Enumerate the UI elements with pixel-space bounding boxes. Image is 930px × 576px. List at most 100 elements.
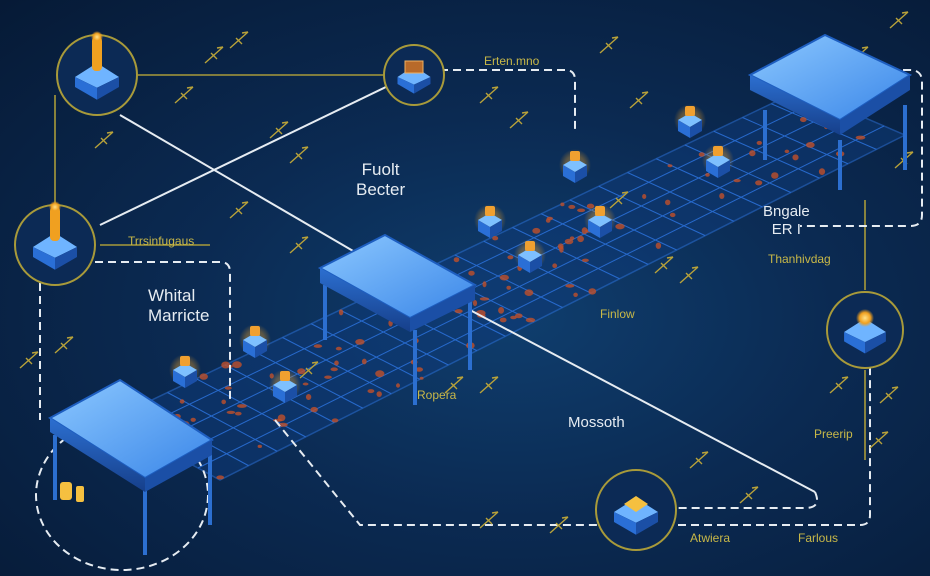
platform-bottom-left [48, 378, 214, 555]
hotspot-mark [330, 367, 338, 372]
hotspot-mark [190, 417, 196, 422]
gold-glyph-icon [174, 86, 194, 104]
hotspot-mark [472, 300, 478, 307]
gold-glyph-icon [289, 236, 309, 254]
hotspot-mark [297, 368, 306, 375]
glowing-cube-icon [239, 324, 271, 358]
grid-line [656, 158, 763, 208]
hotspot-mark [569, 236, 575, 240]
hotspot-mark [338, 309, 344, 316]
hotspot-mark [545, 218, 551, 223]
hotspot-mark [305, 394, 312, 400]
gold-glyph-icon [289, 146, 309, 164]
label-left-title: Whital Marricte [148, 286, 209, 326]
hotspot-mark [581, 227, 588, 235]
label-center-title: Fuolt Becter [356, 160, 405, 200]
label-center-title-line2: Becter [356, 180, 406, 199]
glowing-cube-icon [169, 354, 201, 388]
glowing-cube-icon [474, 204, 506, 238]
grid-line [512, 227, 620, 280]
hotspot-mark [573, 292, 578, 297]
hotspot-mark [532, 227, 541, 234]
hotspot-mark [335, 346, 342, 351]
grid-line [311, 323, 421, 380]
grid-line [598, 185, 706, 237]
hotspot-mark [499, 274, 509, 281]
hotspot-mark [559, 245, 564, 253]
gold-glyph-icon [479, 86, 499, 104]
hotspot-mark [216, 475, 225, 480]
label-top-center: Erten.mno [484, 54, 540, 68]
label-center-title-line1: Fuolt [361, 160, 400, 179]
hotspot-mark [733, 179, 741, 183]
hotspot-mark [235, 411, 242, 416]
hotspot-mark [818, 168, 826, 176]
hotspot-mark [564, 238, 574, 245]
grid-line [197, 125, 885, 469]
hotspot-mark [588, 288, 597, 295]
hotspot-mark [719, 193, 725, 199]
hotspot-mark [705, 173, 710, 177]
grid-line [196, 378, 306, 438]
gold-glyph-icon [444, 376, 464, 394]
hotspot-mark [855, 135, 866, 140]
hotspot-mark [577, 208, 586, 213]
gold-glyph-icon [509, 111, 529, 129]
gold-glyph-icon [19, 351, 39, 369]
white-connector [99, 84, 391, 226]
hotspot-mark [221, 399, 226, 405]
hotspot-mark [669, 212, 676, 218]
gold-glyph-icon [889, 11, 909, 29]
label-right-title: Bngale ER I [763, 203, 810, 239]
hotspot-mark [492, 236, 499, 241]
hotspot-mark [565, 284, 575, 288]
gold-glyph-icon [869, 431, 889, 449]
white-connector [678, 491, 818, 509]
gold-glyph-icon [549, 516, 569, 534]
hotspot-mark [324, 375, 332, 379]
glowing-cube-icon [559, 149, 591, 183]
hotspot-mark [237, 404, 247, 408]
gold-glyph-icon [299, 361, 319, 379]
hotspot-mark [302, 382, 309, 386]
glowing-cube-icon [514, 239, 546, 273]
hotspot-mark [232, 361, 242, 369]
hotspot-mark [805, 142, 815, 148]
hotspot-mark [278, 422, 288, 427]
grid-line [282, 337, 392, 395]
label-right-title-line2: ER I [771, 221, 801, 238]
hotspot-mark [419, 376, 424, 380]
grid-line [339, 309, 449, 366]
hotspot-mark [479, 297, 490, 301]
hotspot-mark [334, 360, 339, 366]
hotspot-mark [221, 361, 231, 369]
grid-line [253, 350, 363, 409]
grid-walkway [108, 89, 907, 481]
gold-glyph-icon [479, 511, 499, 529]
hotspot-mark [453, 257, 460, 263]
hotspot-mark [226, 410, 236, 414]
hotspot-mark [525, 317, 536, 323]
hotspot-mark [499, 317, 507, 323]
gold-glyph-icon [269, 121, 289, 139]
node-top-center [383, 44, 445, 106]
platform-center [317, 233, 478, 405]
hotspot-mark [642, 194, 647, 199]
gold-token-icon [60, 482, 72, 500]
gold-glyphs [19, 11, 914, 534]
gold-token-icon [76, 486, 84, 502]
white-connector [469, 309, 816, 493]
gold-glyph-icon [479, 376, 499, 394]
hotspot-mark [313, 344, 323, 348]
crate-icon [404, 60, 424, 74]
hotspot-mark [771, 172, 779, 179]
label-left-title-line1: Whital [148, 286, 196, 305]
hotspot-mark [784, 149, 790, 154]
hotspot-mark [655, 242, 662, 249]
hotspot-mark [749, 150, 756, 157]
hotspot-mark [355, 339, 365, 345]
label-left-title-line2: Marricte [148, 306, 210, 325]
gold-glyph-icon [599, 36, 619, 54]
hotspot-mark [482, 281, 487, 288]
